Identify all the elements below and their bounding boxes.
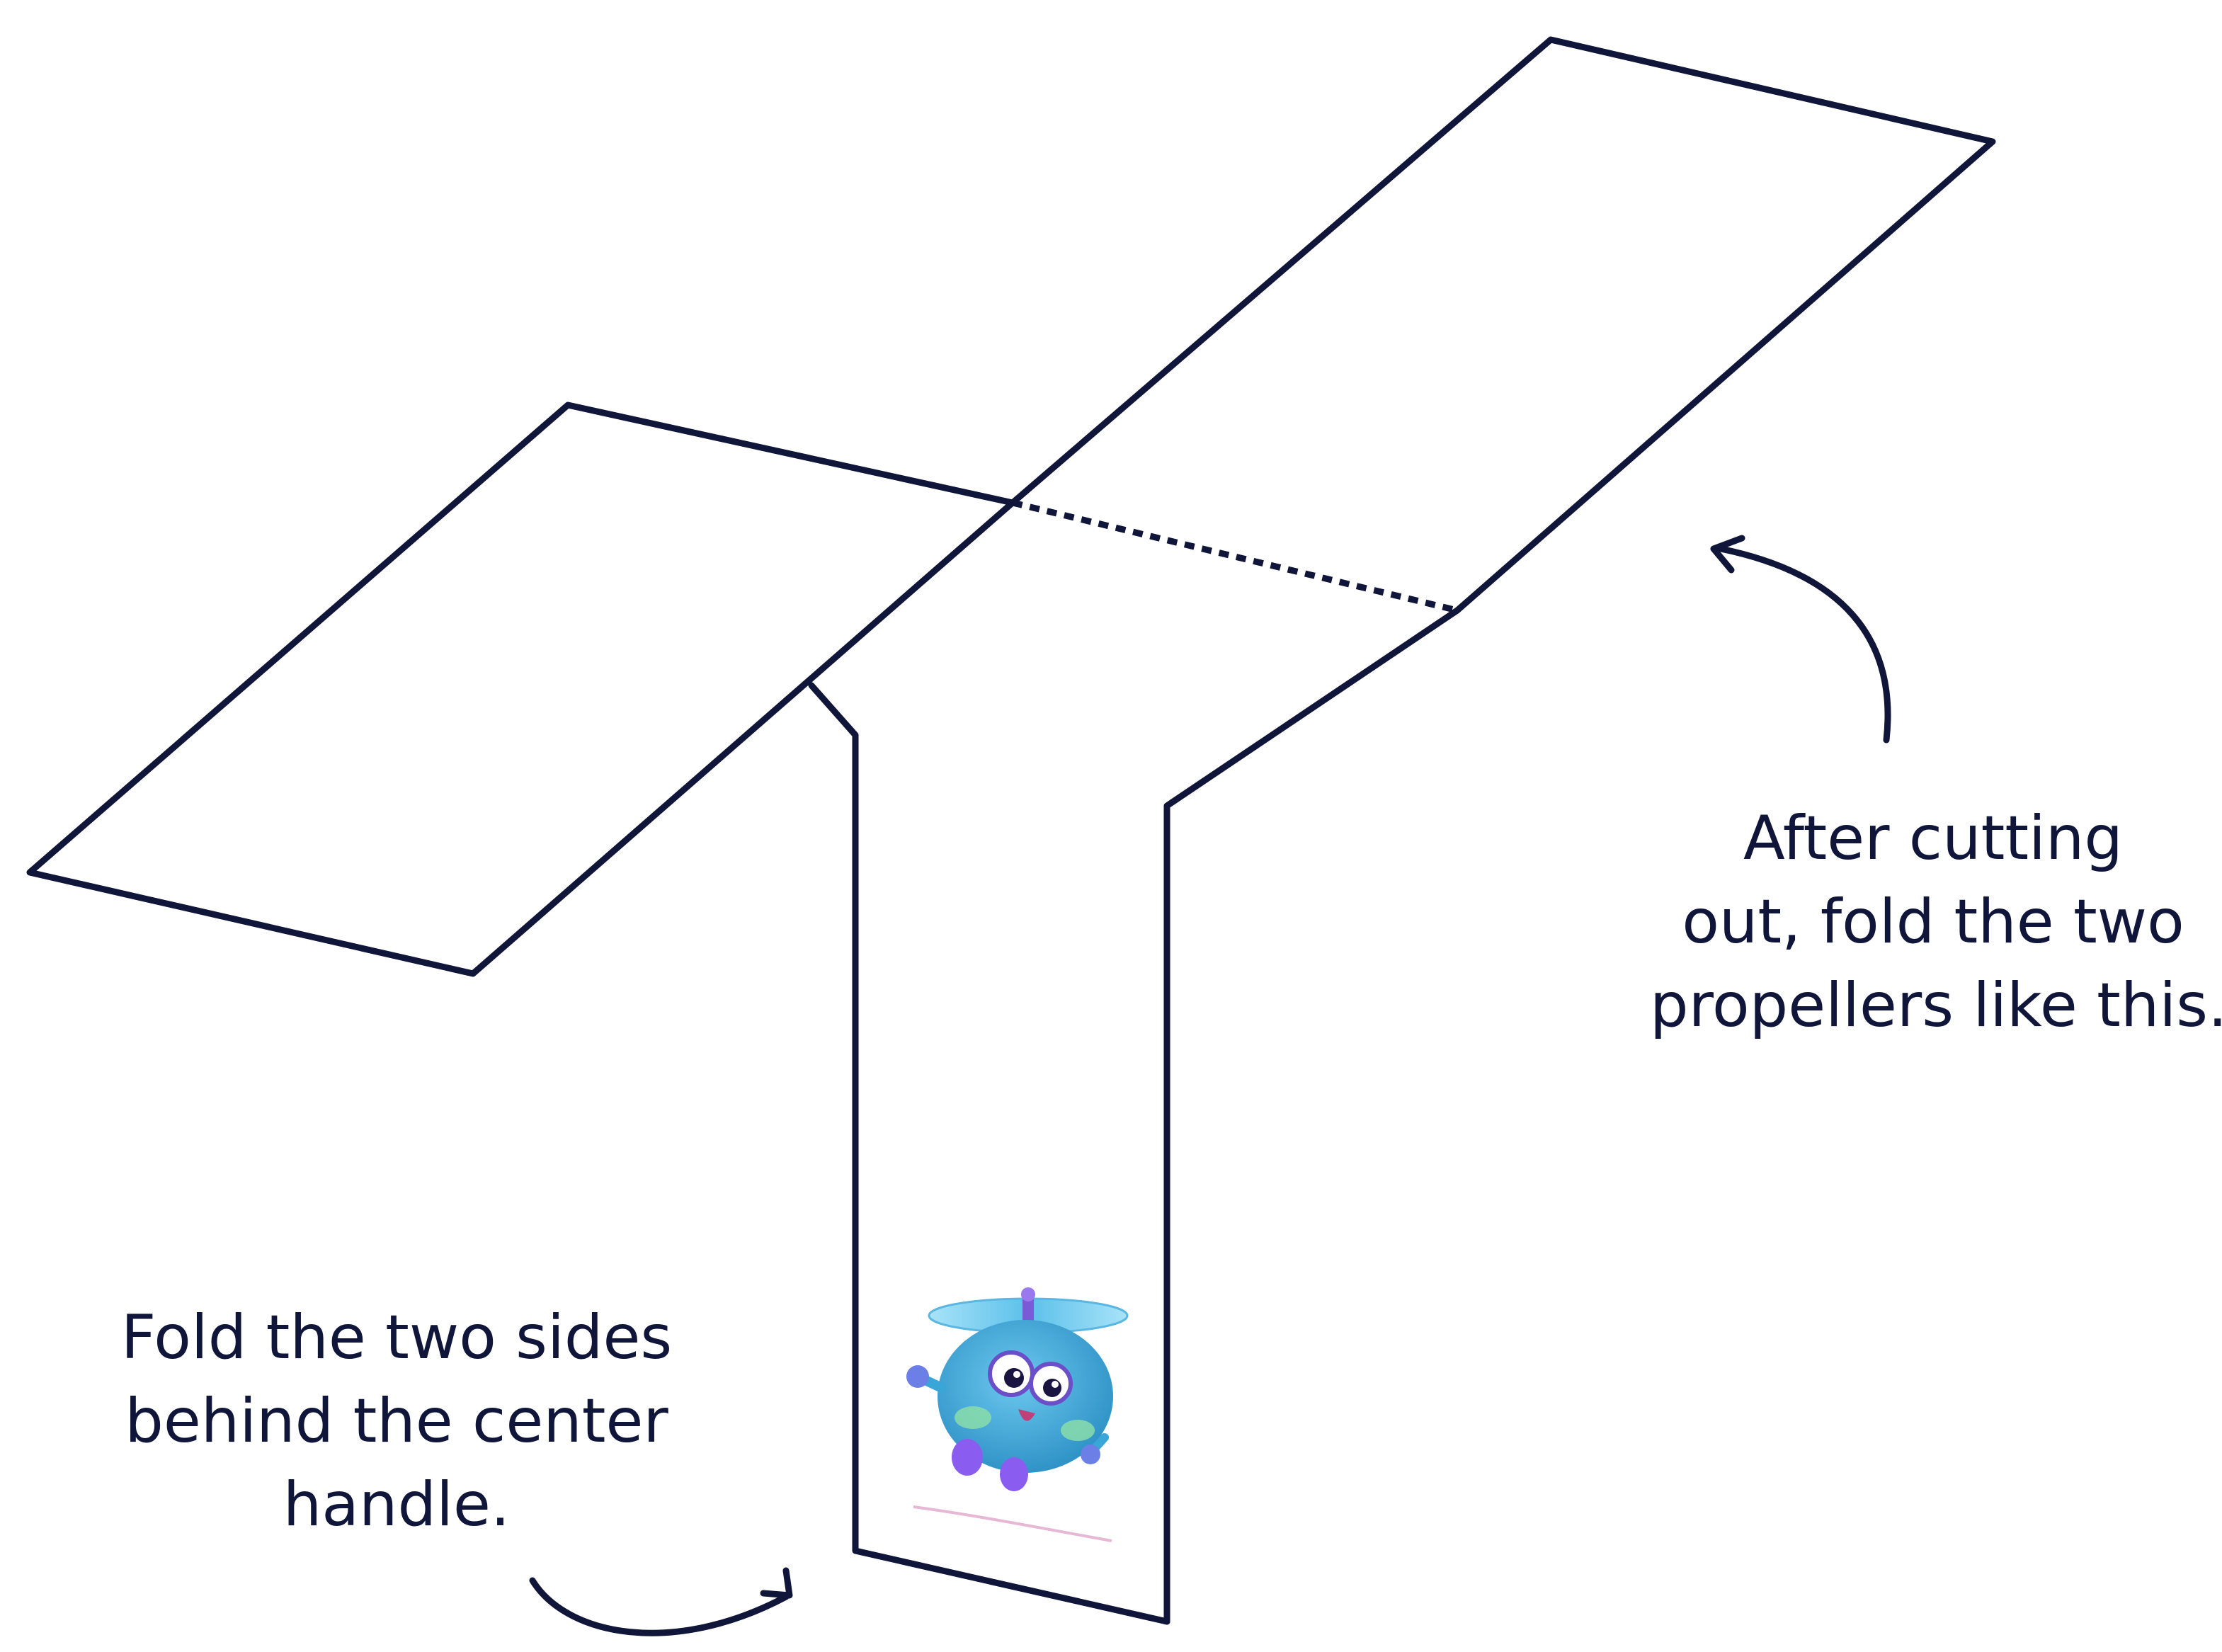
right-propeller-blade: [1009, 36, 1996, 614]
instruction-line: propellers like this.: [1650, 970, 2222, 1041]
instruction-line: out, fold the two: [1682, 887, 2184, 957]
instruction-line: behind the center: [125, 1386, 668, 1457]
propeller-fold-instruction: After cutting out, fold the two propelle…: [1650, 797, 2222, 1047]
right-curved-arrow-icon: [1710, 535, 1891, 744]
instruction-line: Fold the two sides: [120, 1302, 673, 1373]
fold-crease-line: [1011, 499, 1459, 614]
left-propeller-blade: [26, 401, 1016, 977]
stem-left-edge: [808, 682, 1170, 1625]
instruction-line: After cutting: [1743, 803, 2124, 874]
instruction-line: handle.: [283, 1469, 511, 1540]
stem-right-edge: [1163, 607, 1461, 1625]
sides-fold-instruction: Fold the two sides behind the center han…: [106, 1296, 687, 1546]
left-curved-arrow-icon: [529, 1567, 793, 1636]
helicopter-mascot-icon: [906, 1287, 1129, 1542]
